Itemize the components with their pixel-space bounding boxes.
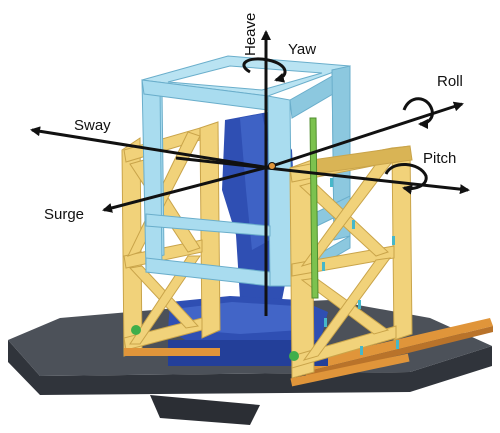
- roll-rotation-arrow: [402, 97, 434, 129]
- pitch-axis: [175, 156, 470, 195]
- frame-screws: [322, 178, 399, 355]
- surge-axis: [102, 164, 273, 213]
- yaw-label: Yaw: [288, 41, 316, 58]
- surge-label: Surge: [44, 206, 84, 223]
- origin-point: [268, 162, 276, 170]
- rotation-arrows: [242, 57, 434, 195]
- left-orange-foot: [124, 348, 220, 356]
- sway-axis: [30, 126, 271, 170]
- roll-axis: [271, 101, 464, 168]
- base-underside: [150, 395, 260, 425]
- axis-arrows: [30, 30, 470, 316]
- pitch-rotation-arrow: [384, 163, 428, 195]
- pitch-label: Pitch: [423, 150, 456, 167]
- green-rod: [309, 117, 319, 299]
- right-orange-foot: [290, 353, 410, 387]
- heave-label: Heave: [242, 13, 259, 56]
- base-side: [8, 340, 492, 395]
- green-bolt-left: [131, 325, 141, 335]
- roll-label: Roll: [437, 73, 463, 90]
- green-bolt-right: [289, 351, 299, 361]
- yaw-rotation-arrow: [242, 57, 287, 83]
- sway-label: Sway: [74, 117, 111, 134]
